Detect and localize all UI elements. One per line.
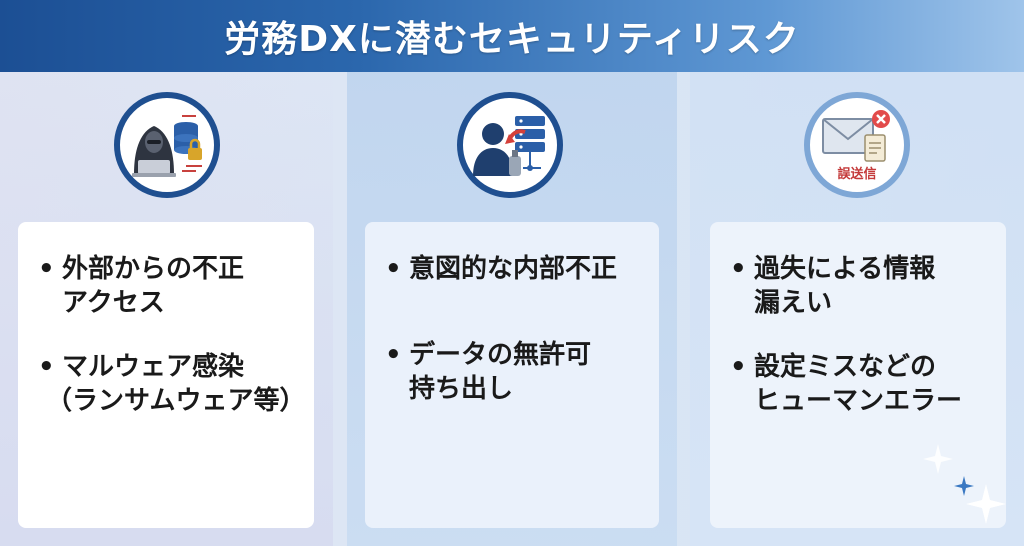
item-line: （ランサムウェア等） [46, 386, 306, 416]
item-line: 持ち出し [409, 374, 514, 404]
icon-label: 誤送信 [837, 166, 877, 182]
item-line: 漏えい [754, 288, 833, 318]
risk-column-external: • 外部からの不正 アクセス • マルウェア感染 （ランサムウェア等） [0, 72, 333, 546]
item-line: 外部からの不正 [62, 254, 245, 284]
bullet: • [38, 254, 55, 284]
item-line: マルウェア感染 [62, 352, 245, 382]
item-line: ヒューマンエラー [754, 386, 963, 416]
item-line: データの無許可 [409, 340, 592, 370]
list-item: • 過失による情報 漏えい [726, 252, 992, 320]
misdelivered-email-icon: 誤送信 [804, 92, 910, 198]
bullet: • [385, 340, 402, 370]
risk-card-external: • 外部からの不正 アクセス • マルウェア感染 （ランサムウェア等） [18, 222, 314, 528]
insider-data-usb-icon [457, 92, 563, 198]
list-item: • 意図的な内部不正 [381, 252, 645, 286]
item-line: アクセス [62, 288, 165, 318]
list-item: • 設定ミスなどの ヒューマンエラー [726, 350, 992, 418]
bullet: • [385, 254, 402, 284]
item-line: 意図的な内部不正 [409, 254, 618, 284]
title-bar: 労務DXに潜むセキュリティリスク [0, 0, 1024, 72]
risk-card-insider: • 意図的な内部不正 • データの無許可 持ち出し [365, 222, 659, 528]
item-line: 設定ミスなどの [754, 352, 937, 382]
sparkle-icon [923, 444, 1006, 524]
bullet: • [730, 352, 747, 382]
list-item: • 外部からの不正 アクセス [34, 252, 300, 320]
list-item: • マルウェア感染 （ランサムウェア等） [34, 350, 306, 418]
risk-column-insider: • 意図的な内部不正 • データの無許可 持ち出し [347, 72, 677, 546]
page-title: 労務DXに潜むセキュリティリスク [224, 19, 800, 60]
bullet: • [38, 352, 55, 382]
list-item: • データの無許可 持ち出し [381, 338, 645, 406]
hacker-database-lock-icon [114, 92, 220, 198]
bullet: • [730, 254, 747, 284]
risk-card-human-error: • 過失による情報 漏えい • 設定ミスなどの ヒューマンエラー [710, 222, 1006, 528]
item-line: 過失による情報 [754, 254, 936, 284]
risk-column-human-error: 誤送信 • 過失による情報 漏えい • 設定ミスなどの ヒューマンエラー [690, 72, 1024, 546]
